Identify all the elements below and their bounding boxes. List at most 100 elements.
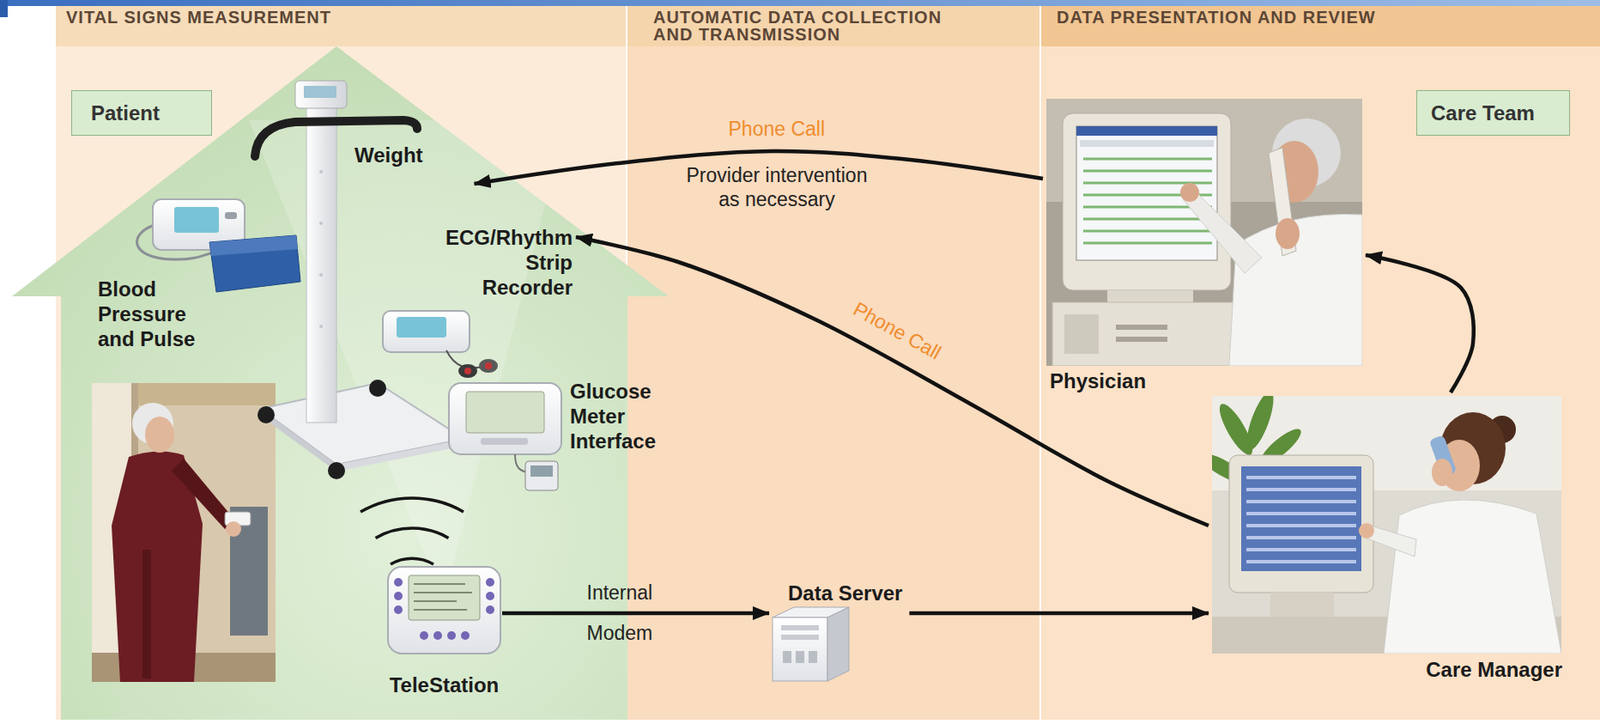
flow-arrow xyxy=(1365,254,1474,393)
ecg-recorder xyxy=(396,316,447,338)
column-panel: DATA PRESENTATION AND REVIEWCare TeamPhy… xyxy=(1041,6,1600,720)
weight-scale xyxy=(295,80,347,109)
device-label: Blood Pressure and Pulse xyxy=(97,276,210,352)
care-manager-photo xyxy=(1212,395,1562,654)
physician-photo xyxy=(1079,139,1214,147)
glucose-meter xyxy=(448,382,562,491)
glucose-meter xyxy=(525,460,558,491)
telestation xyxy=(485,591,495,600)
care-manager-photo xyxy=(1358,522,1375,539)
device-node: Blood Pressure and Pulse xyxy=(94,272,213,355)
connector-group xyxy=(474,151,1474,613)
device-label: Glucose Meter Interface xyxy=(569,378,682,454)
data-server-tower xyxy=(808,650,818,663)
care-manager-photo xyxy=(1241,466,1362,571)
device-label: Data Server xyxy=(787,580,903,606)
physician-photo xyxy=(1229,213,1363,366)
column-heading: VITAL SIGNS MEASUREMENT xyxy=(66,8,616,26)
device-label: ECG/Rhythm Strip Recorder xyxy=(436,224,573,300)
flow-arrow xyxy=(502,611,770,616)
glucose-meter xyxy=(466,391,545,433)
blood-pressure-monitor xyxy=(209,235,298,256)
wireless-waves xyxy=(390,557,434,564)
column-ground xyxy=(627,46,1040,720)
ecg-recorder xyxy=(484,362,492,370)
data-server-tower xyxy=(781,634,819,640)
physician-photo xyxy=(1107,290,1194,303)
telestation xyxy=(413,583,473,610)
column-panel: VITAL SIGNS MEASUREMENT PatientWeightBloo… xyxy=(55,6,626,720)
device-label: Physician xyxy=(1049,368,1361,394)
region-tag: Patient xyxy=(71,90,213,136)
physician-photo xyxy=(1182,190,1262,273)
patient-home: PatientWeightBlood Pressure and Pulse ECG… xyxy=(12,46,669,720)
telestation xyxy=(447,630,456,640)
telestation xyxy=(387,566,501,654)
weight-scale xyxy=(257,406,275,424)
flow-arrow xyxy=(909,611,1209,616)
arrow-label: Phone Call xyxy=(848,296,946,364)
telestation xyxy=(485,577,495,587)
wireless-waves xyxy=(375,527,449,538)
region-tag: Care Team xyxy=(1416,90,1570,136)
telestation xyxy=(393,577,403,587)
data-server-tower xyxy=(827,606,849,681)
telestation xyxy=(419,630,429,640)
ecg-recorder xyxy=(464,367,472,375)
data-server-tower xyxy=(795,650,805,663)
physician-photo xyxy=(1115,324,1168,330)
care-manager-photo xyxy=(1212,395,1562,654)
patient-photo xyxy=(91,382,276,682)
telestation xyxy=(460,630,470,640)
weight-scale xyxy=(369,379,387,397)
telestation xyxy=(387,566,501,654)
weight-scale xyxy=(303,85,337,98)
weight-scale xyxy=(306,103,337,423)
note-label: Provider intervention as necessary xyxy=(678,163,875,212)
device-node: Glucose Meter Interface xyxy=(566,375,685,457)
care-manager-photo xyxy=(1431,458,1453,486)
server-node: Data Server xyxy=(769,576,910,681)
telestation xyxy=(433,630,443,640)
physician-photo xyxy=(1076,126,1218,136)
top-bar xyxy=(0,0,1600,7)
physician-photo xyxy=(1052,302,1242,366)
column-heading: AUTOMATIC DATA COLLECTION AND TRANSMISSI… xyxy=(653,8,971,43)
data-server-tower xyxy=(772,617,828,681)
column-ground xyxy=(55,6,626,47)
care-manager-photo xyxy=(1270,592,1334,617)
note-holder: Provider intervention as necessary xyxy=(678,163,875,212)
blood-pressure-monitor xyxy=(209,235,301,292)
weight-scale xyxy=(319,169,323,174)
device-label: Care Manager xyxy=(1213,656,1563,682)
weight-scale xyxy=(319,324,323,328)
ecg-recorder xyxy=(458,363,478,378)
device-label: Weight xyxy=(354,142,424,168)
ecg-recorder xyxy=(382,310,498,378)
device-node: ECG/Rhythm Strip Recorder xyxy=(433,221,576,304)
weight-scale xyxy=(327,461,346,479)
role-node: Care Manager xyxy=(1208,392,1570,685)
blood-pressure-monitor xyxy=(174,206,219,233)
data-server-tower xyxy=(772,606,849,681)
arrow-label: Internal Modem xyxy=(587,572,654,654)
physician-photo xyxy=(1115,336,1168,342)
weight-scale xyxy=(319,221,323,225)
care-manager-photo xyxy=(1246,477,1357,562)
patient-photo xyxy=(142,549,152,679)
weight-scale xyxy=(336,438,465,472)
column-ground xyxy=(1041,6,1600,47)
physician-photo xyxy=(1083,158,1213,243)
house-ground xyxy=(248,120,567,601)
telestation xyxy=(485,605,495,614)
blood-pressure-monitor xyxy=(224,212,237,219)
column-ground xyxy=(627,6,1040,47)
device-label: TeleStation xyxy=(388,672,500,697)
column-ground xyxy=(1041,46,1600,720)
care-manager-photo xyxy=(1383,499,1562,654)
physician-photo xyxy=(1076,126,1218,261)
blood-pressure-monitor xyxy=(137,199,301,292)
